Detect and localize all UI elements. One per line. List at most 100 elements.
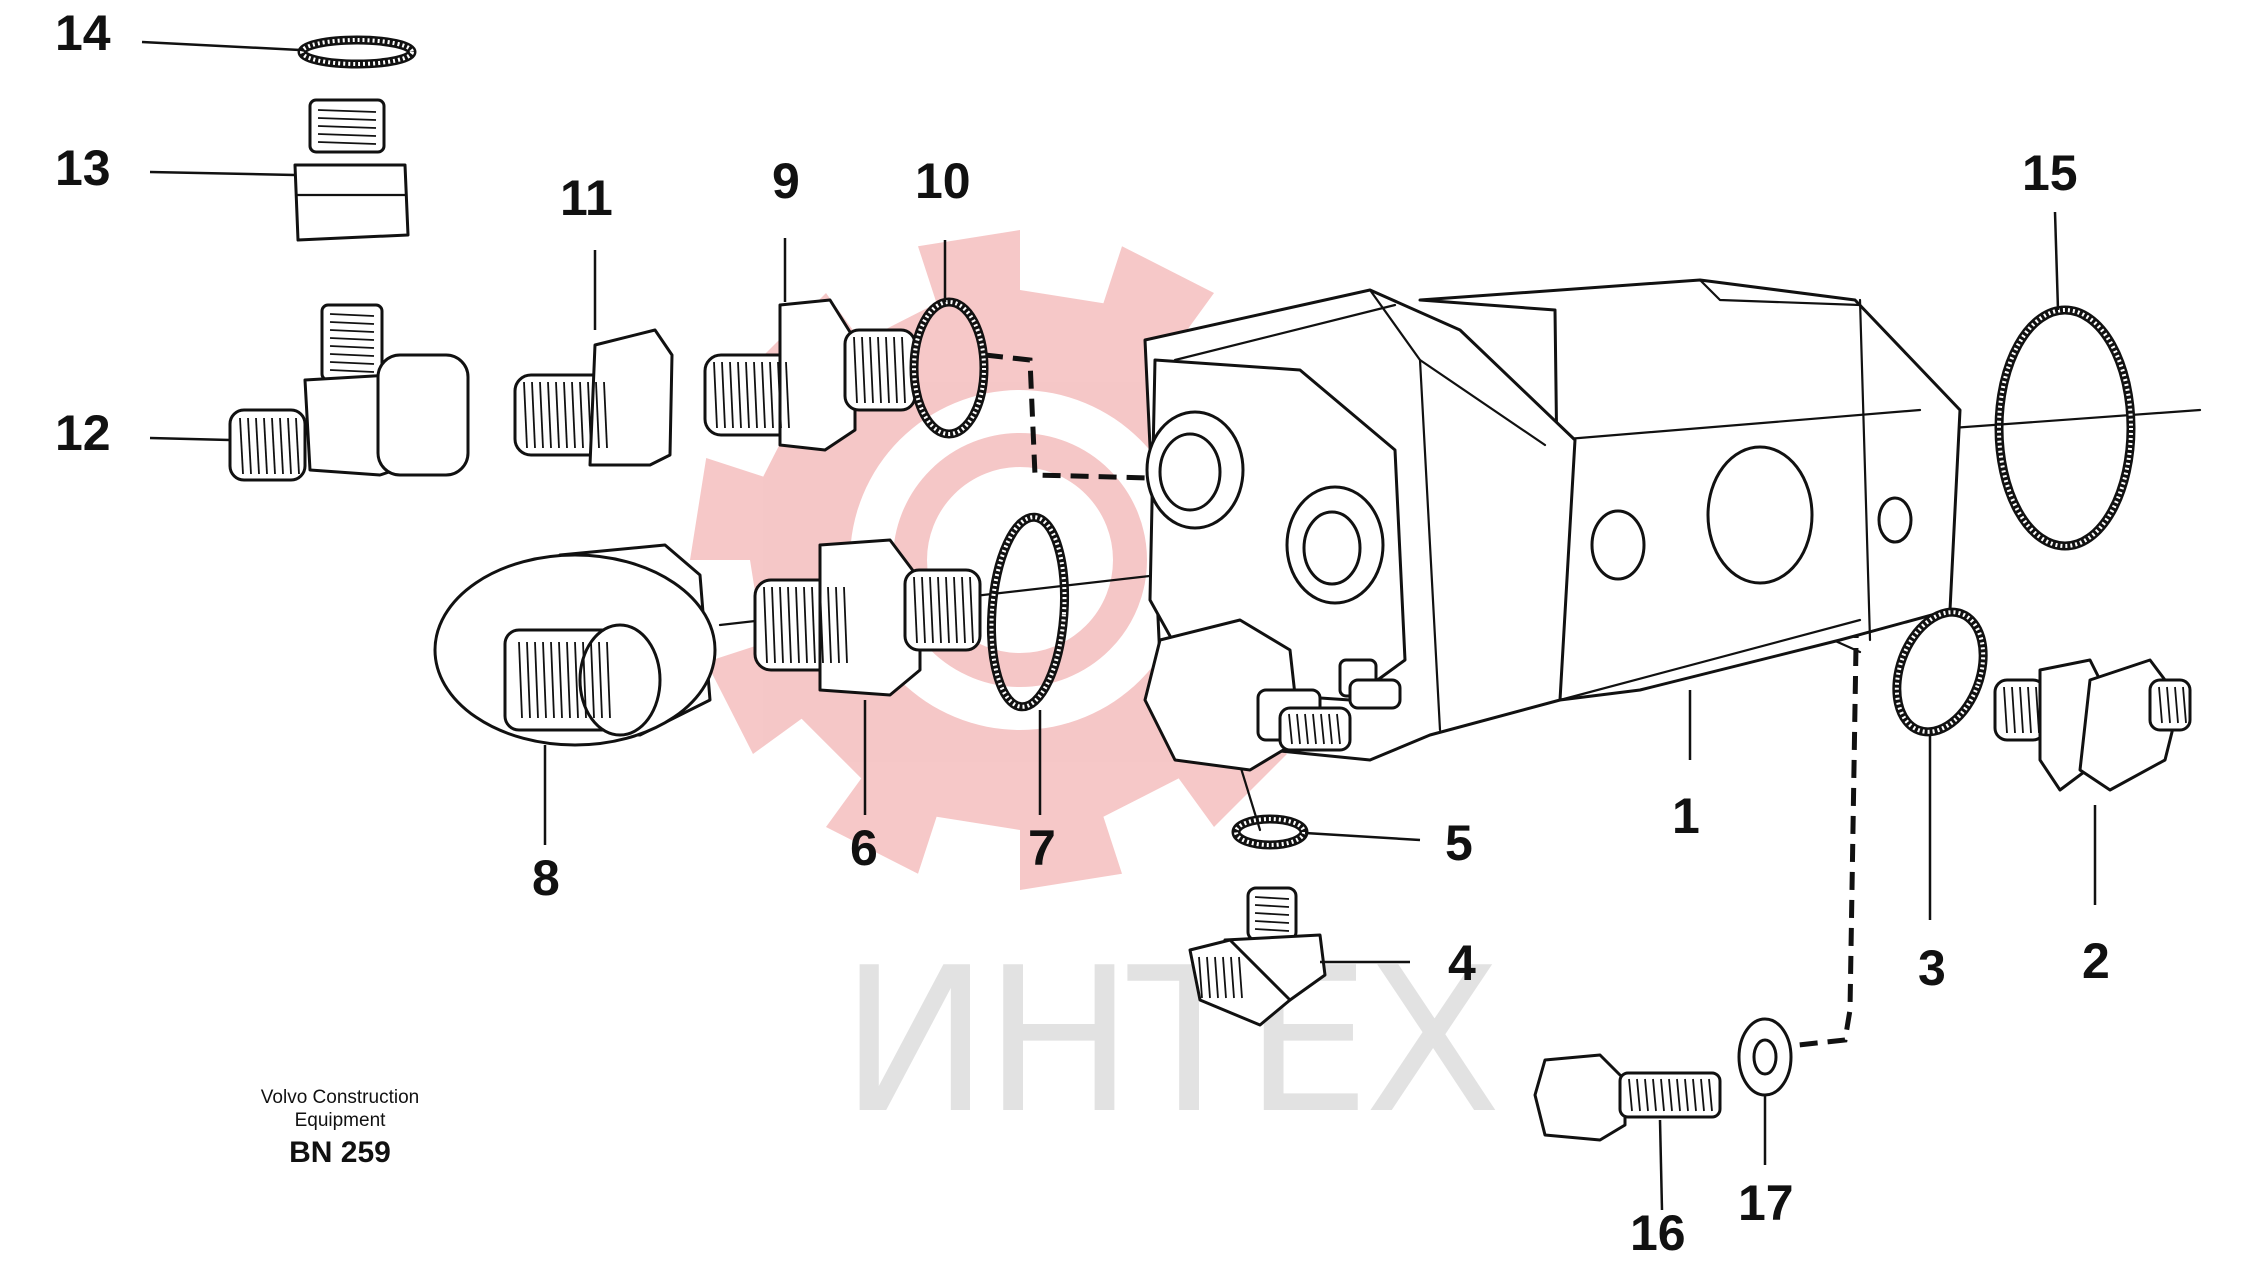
thread-line bbox=[317, 117, 377, 121]
thread-line bbox=[777, 361, 782, 429]
callout-labels: 14 13 12 11 9 10 15 8 6 7 5 1 4 3 2 16 1… bbox=[55, 5, 2110, 1261]
thread-line bbox=[1676, 1078, 1681, 1112]
watermark-text: ИНТЕХ bbox=[840, 925, 1496, 1158]
thread-line bbox=[329, 345, 375, 349]
thread-line bbox=[598, 641, 603, 719]
thread-line bbox=[329, 337, 375, 341]
thread-line bbox=[518, 641, 523, 719]
gear-ring bbox=[893, 433, 1147, 687]
thread-line bbox=[1254, 904, 1290, 908]
thread-line bbox=[606, 641, 611, 719]
leader-lines bbox=[141, 40, 2097, 1211]
callout-2: 2 bbox=[2082, 933, 2110, 989]
callout-11: 11 bbox=[560, 170, 613, 226]
thread-line bbox=[317, 109, 377, 113]
thread-line bbox=[861, 336, 866, 404]
thread-line bbox=[1254, 928, 1290, 932]
thread-line bbox=[877, 336, 882, 404]
thread-line bbox=[539, 381, 544, 449]
thread-line bbox=[523, 381, 528, 449]
callout-13: 13 bbox=[55, 140, 111, 196]
callout-4: 4 bbox=[1448, 935, 1476, 991]
thread-line bbox=[1198, 956, 1203, 999]
diagram-code: BN 259 bbox=[289, 1136, 391, 1169]
thread-line bbox=[753, 361, 758, 429]
thread-line bbox=[1238, 956, 1243, 999]
thread-line bbox=[1628, 1078, 1633, 1112]
thread-line bbox=[329, 329, 375, 333]
thread-line bbox=[287, 417, 292, 475]
thread-line bbox=[1254, 920, 1290, 924]
thread-line bbox=[526, 641, 531, 719]
thread-line bbox=[1668, 1078, 1673, 1112]
thread-line bbox=[737, 361, 742, 429]
thread-line bbox=[2003, 686, 2008, 734]
thread-line bbox=[590, 641, 595, 719]
thread-line bbox=[913, 576, 918, 644]
thread-line bbox=[255, 417, 260, 475]
thread-line bbox=[827, 586, 832, 664]
adapter-11 bbox=[513, 328, 674, 467]
thread-hatching bbox=[239, 109, 2187, 1112]
thread-line bbox=[869, 336, 874, 404]
bolt-16 bbox=[1533, 1053, 1722, 1142]
thread-line bbox=[574, 641, 579, 719]
thread-line bbox=[893, 336, 898, 404]
thread-line bbox=[563, 381, 568, 449]
thread-line bbox=[542, 641, 547, 719]
thread-line bbox=[587, 381, 592, 449]
thread-line bbox=[271, 417, 276, 475]
thread-line bbox=[329, 369, 375, 373]
thread-line bbox=[1700, 1078, 1705, 1112]
thread-line bbox=[582, 641, 587, 719]
callout-6: 6 bbox=[850, 820, 878, 876]
callout-12: 12 bbox=[55, 405, 111, 461]
thread-line bbox=[953, 576, 958, 644]
publisher-credit: Volvo Construction Equipment BN 259 bbox=[240, 1086, 440, 1170]
thread-line bbox=[1254, 896, 1290, 900]
thread-line bbox=[795, 586, 800, 664]
thread-line bbox=[329, 353, 375, 357]
thread-line bbox=[761, 361, 766, 429]
thread-line bbox=[579, 381, 584, 449]
callout-14: 14 bbox=[55, 5, 111, 61]
callout-9: 9 bbox=[772, 153, 800, 209]
thread-line bbox=[239, 417, 244, 475]
thread-line bbox=[566, 641, 571, 719]
thread-line bbox=[769, 361, 774, 429]
thread-line bbox=[969, 576, 974, 644]
thread-line bbox=[1336, 713, 1341, 745]
thread-line bbox=[1660, 1078, 1665, 1112]
thread-line bbox=[785, 361, 790, 429]
thread-line bbox=[595, 381, 600, 449]
thread-line bbox=[763, 586, 768, 664]
thread-line bbox=[1288, 713, 1293, 745]
thread-line bbox=[721, 361, 726, 429]
thread-line bbox=[329, 321, 375, 325]
thread-line bbox=[901, 336, 906, 404]
thread-line bbox=[945, 576, 950, 644]
thread-line bbox=[1222, 956, 1227, 999]
callout-8: 8 bbox=[532, 850, 560, 906]
thread-line bbox=[921, 576, 926, 644]
thread-line bbox=[2019, 686, 2024, 734]
adapter-nut-13 bbox=[293, 98, 410, 242]
thread-line bbox=[1320, 713, 1325, 745]
thread-line bbox=[317, 141, 377, 145]
thread-line bbox=[885, 336, 890, 404]
thread-line bbox=[1328, 713, 1333, 745]
thread-line bbox=[329, 361, 375, 365]
credit-line-2: Equipment bbox=[294, 1110, 386, 1131]
thread-line bbox=[843, 586, 848, 664]
thread-line bbox=[603, 381, 608, 449]
thread-line bbox=[1684, 1078, 1689, 1112]
thread-line bbox=[771, 586, 776, 664]
pump-housing bbox=[1143, 278, 1962, 772]
thread-line bbox=[787, 586, 792, 664]
thread-line bbox=[329, 313, 375, 317]
callout-5: 5 bbox=[1445, 815, 1473, 871]
thread-line bbox=[317, 133, 377, 137]
thread-line bbox=[745, 361, 750, 429]
